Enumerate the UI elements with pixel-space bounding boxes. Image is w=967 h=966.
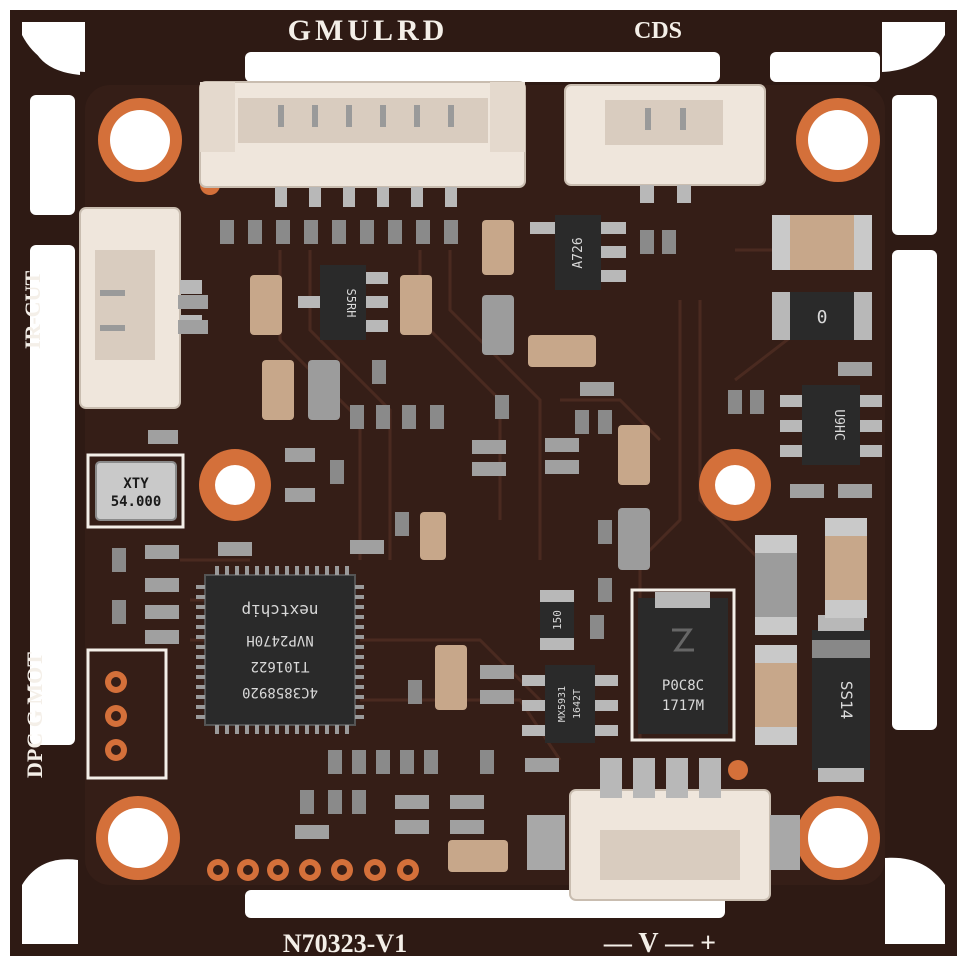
crystal-marking-2: 54.000 (111, 494, 162, 510)
resistor-zero-marking: 0 (817, 307, 828, 328)
mounting-holes (96, 98, 880, 880)
inductor-marking-2: 1717M (662, 698, 704, 714)
label-board-id: N70323-V1 (283, 929, 407, 958)
label-gmulrd: GMULRD (288, 14, 449, 47)
label-cds: CDS (634, 18, 682, 44)
pin-header-dpc-g-mot (86, 648, 168, 780)
main-chip-marking-3: NVP2470H (246, 632, 313, 648)
smd-passives (112, 220, 872, 839)
diode-ss14 (812, 615, 870, 782)
main-chip-marking-2: T101622 (250, 658, 309, 674)
resistor-zero (772, 292, 872, 340)
ic-a726-marking: A726 (571, 237, 586, 268)
diode-ss14-marking: SS14 (837, 681, 856, 720)
label-dpc-g-mot: DPC G MOT (22, 652, 47, 778)
ic-mx-marking-2: 1642T (572, 689, 583, 719)
label-power-polarity: — V — + (603, 928, 716, 959)
connector-ir-cut (79, 207, 202, 409)
crystal-marking-1: XTY (123, 476, 149, 492)
power-inductor (630, 588, 736, 742)
ic-mx-marking-1: MX5931 (557, 686, 568, 722)
ic-u9hc-marking: U9HC (831, 409, 846, 440)
label-ir-cut: IR-CUT (20, 271, 45, 350)
main-chip (196, 566, 364, 734)
ic-u9hc (780, 385, 882, 465)
connector-gmulrd (199, 81, 526, 207)
crystal-oscillator (86, 453, 185, 529)
ic-a726 (530, 215, 626, 290)
edge-cutouts (22, 22, 945, 944)
resistor-150 (540, 590, 574, 650)
resistor-150-marking: 150 (551, 610, 564, 630)
main-chip-marking-1: 4C3858920 (242, 684, 318, 700)
ic-s5rh-marking: S5RH (344, 289, 358, 318)
main-chip-brand: nextchip (241, 601, 318, 620)
inductor-marking-1: P0C8C (662, 678, 704, 694)
via-pads (200, 175, 748, 881)
ic-mx5931 (522, 665, 618, 743)
connector-power (527, 758, 800, 901)
ic-s5rh (298, 265, 388, 340)
tan-capacitors (250, 215, 872, 872)
connector-cds (564, 84, 766, 203)
